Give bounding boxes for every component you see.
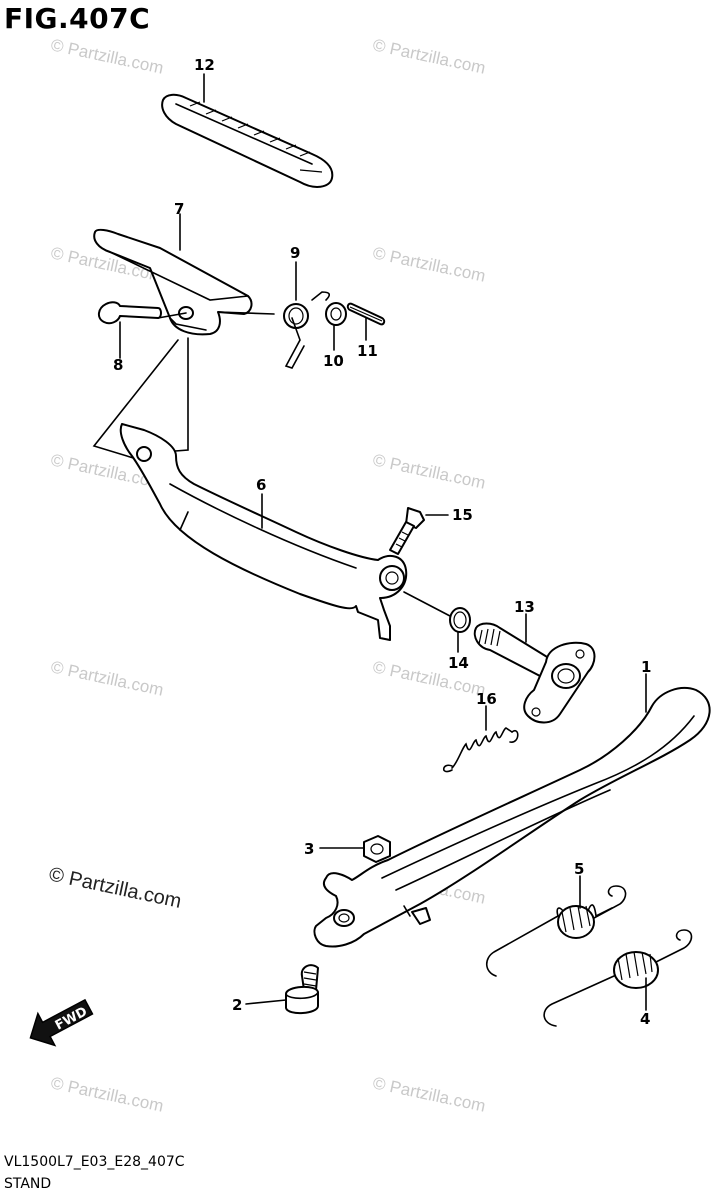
watermark: © Partzilla.com	[371, 450, 487, 492]
callout-5[interactable]: 5	[574, 860, 584, 878]
figure-title: FIG.407C	[4, 2, 151, 35]
part-9-spring	[283, 291, 331, 369]
callout-1[interactable]: 1	[641, 658, 651, 676]
part-14-circlip	[403, 591, 471, 633]
fwd-direction-arrow: FWD	[29, 998, 94, 1047]
callout-9[interactable]: 9	[290, 244, 300, 262]
part-3-nut	[363, 835, 391, 863]
model-code: VL1500L7_E03_E28_407C	[4, 1154, 185, 1170]
callout-6[interactable]: 6	[256, 476, 266, 494]
callout-4[interactable]: 4	[640, 1010, 650, 1028]
part-12-footrest-rubber	[161, 93, 334, 188]
part-8-pin	[98, 301, 187, 325]
callout-16[interactable]: 16	[476, 690, 497, 708]
leader-lines	[119, 73, 647, 1011]
callout-11[interactable]: 11	[357, 342, 378, 360]
part-16-spring	[442, 727, 519, 773]
callout-13[interactable]: 13	[514, 598, 535, 616]
callout-8[interactable]: 8	[113, 356, 123, 374]
watermark-highlight: © Partzilla.com	[47, 863, 183, 913]
part-11-cotter-pin	[346, 302, 386, 326]
callout-2[interactable]: 2	[232, 996, 242, 1014]
watermark: © Partzilla.com	[371, 1073, 487, 1115]
watermark: © Partzilla.com	[49, 1073, 165, 1115]
callout-12[interactable]: 12	[194, 56, 215, 74]
part-5-spring	[485, 885, 627, 977]
callout-3[interactable]: 3	[304, 840, 314, 858]
watermark: © Partzilla.com	[49, 657, 165, 699]
part-6-footrest-arm	[119, 423, 408, 641]
part-7-footrest-bracket	[93, 228, 253, 336]
callout-labels: 12 7 9 8 10 11 6 15 13 14 16 1 3 5 2 4	[113, 56, 651, 1028]
part-15-bolt	[389, 507, 425, 555]
part-1-side-stand	[313, 687, 711, 948]
section-name: STAND	[4, 1176, 52, 1192]
watermark: © Partzilla.com	[371, 35, 487, 77]
part-4-spring	[543, 929, 693, 1027]
part-10-washer	[325, 302, 347, 326]
callout-15[interactable]: 15	[452, 506, 473, 524]
part-13-shaft	[473, 622, 596, 724]
watermark: © Partzilla.com	[371, 243, 487, 285]
callout-7[interactable]: 7	[174, 200, 184, 218]
watermark: © Partzilla.com	[49, 35, 165, 77]
callout-14[interactable]: 14	[448, 654, 469, 672]
watermark: © Partzilla.com	[371, 657, 487, 699]
part-2-pivot-bolt	[285, 964, 319, 1014]
callout-10[interactable]: 10	[323, 352, 344, 370]
